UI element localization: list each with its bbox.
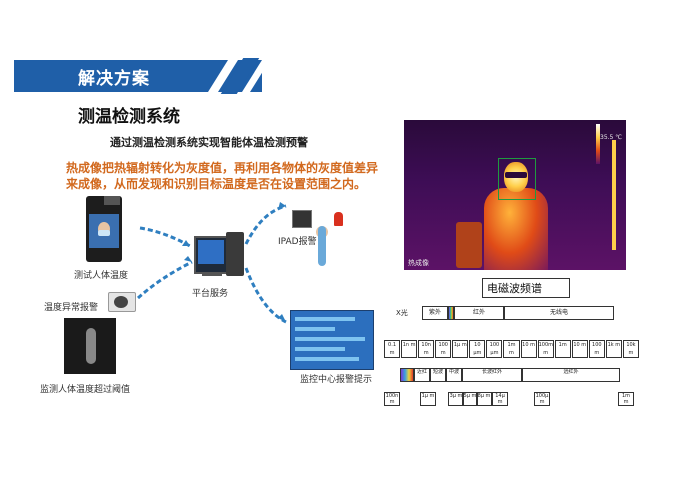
detail-wavelength-cell: 100μ m [534,392,550,406]
detail-labels: 近红短波中波长波红外远红外 [414,368,620,382]
thermal-glasses [505,172,527,178]
visible-band [448,306,454,320]
page-title: 测温检测系统 [78,107,180,127]
banner-title: 解决方案 [78,69,150,89]
terminal-camera [104,196,120,205]
temperature-scale-label: 35.5 ℃ [600,134,623,141]
ipad-icon [292,210,312,228]
wavelength-cell: 100 μm [486,340,503,358]
description: 热成像把热辐射转化为灰度值，再利用各物体的灰度值差异来成像，从而发现和识别目标温… [66,161,379,191]
detail-wavelength-cell: 8μ m [476,392,492,406]
detail-wavelength-cell: 14μ m [492,392,508,406]
wavelength-cell: 10k m [622,340,639,358]
detail-band: 短波 [430,368,446,382]
wavelength-cell: 10n m [418,340,435,358]
arrow-head [184,256,192,262]
band-ir: 红外 [454,306,504,320]
headline: 通过测温检测系统实现智能体温检测预警 [110,136,308,149]
monitor-stand [202,272,222,276]
detail-band: 远红外 [522,368,620,382]
band-radio: 无线电 [504,306,614,320]
caption-temp-alarm: 温度异常报警 [44,303,99,313]
pc-tower-icon [226,232,244,276]
wavelength-cell: 1n m [401,340,418,358]
wavelength-cell: 10 m [520,340,537,358]
person-silhouette [86,328,96,364]
detail-band: 近红 [414,368,430,382]
screen-row [295,347,345,351]
person-icon [318,226,326,266]
detail-wavelength-cell: 1m m [618,392,634,406]
detail-wavelength-cell: 5μ m [462,392,478,406]
screen-row [295,327,335,331]
caption-test-temperature: 测试人体温度 [74,271,129,281]
wavelength-cell: 1μ m [452,340,469,358]
thermal-pole [612,140,616,250]
wavelength-cell: 1m m [503,340,520,358]
wavelength-cell: 10 μm [469,340,486,358]
arrow-head [278,314,286,322]
wavelength-cell: 100m m [537,340,554,358]
wavelength-cell: 0.1 m [384,340,401,358]
arrow-camera-to-pc [136,260,193,300]
thermal-person-body [484,188,548,270]
caption-ipad-alarm: IPAD报警 [278,237,317,247]
detail-wavelength-cell: 1μ m [420,392,436,406]
wavelength-cell: 10 m [571,340,588,358]
wavelength-cell: 100 m [588,340,605,358]
screen-row [295,337,365,341]
caption-center-alarm: 监控中心报警提示 [300,375,373,385]
xray-label: X光 [396,309,408,317]
band-uv: 紫外 [422,306,448,320]
screen-row [295,317,355,321]
caption-platform-service: 平台服务 [192,289,229,299]
screen-row [295,357,359,361]
arrow-device-to-pc [139,226,191,248]
visible-detail [400,368,414,382]
detail-band: 长波红外 [462,368,522,382]
detail-band: 中波 [446,368,462,382]
mask-icon [98,230,110,236]
arrow-pc-to-center [244,267,287,324]
spectrum-title: 电磁波频谱 [487,282,542,295]
monitor-screen [198,240,224,264]
spectrum-title-box [482,278,570,298]
detail-wavelength-cell: 100n m [384,392,400,406]
detail-wavelength-cell: 3μ m [448,392,464,406]
alarm-light-icon [334,212,343,226]
monitoring-center-screen [290,310,374,370]
camera-lens [114,296,128,308]
caption-monitor-threshold: 监测人体温度超过阈值 [40,385,131,395]
thermal-object [456,222,482,268]
temperature-scale [596,124,600,164]
arrow-head [278,202,286,210]
arrow-head [182,240,190,246]
thermal-label: 热成像 [408,259,429,267]
wavelength-cell: 1m [554,340,571,358]
wavelength-cell: 100 m [435,340,452,358]
wavelength-cell: 1k m [605,340,622,358]
detection-box [498,158,536,200]
